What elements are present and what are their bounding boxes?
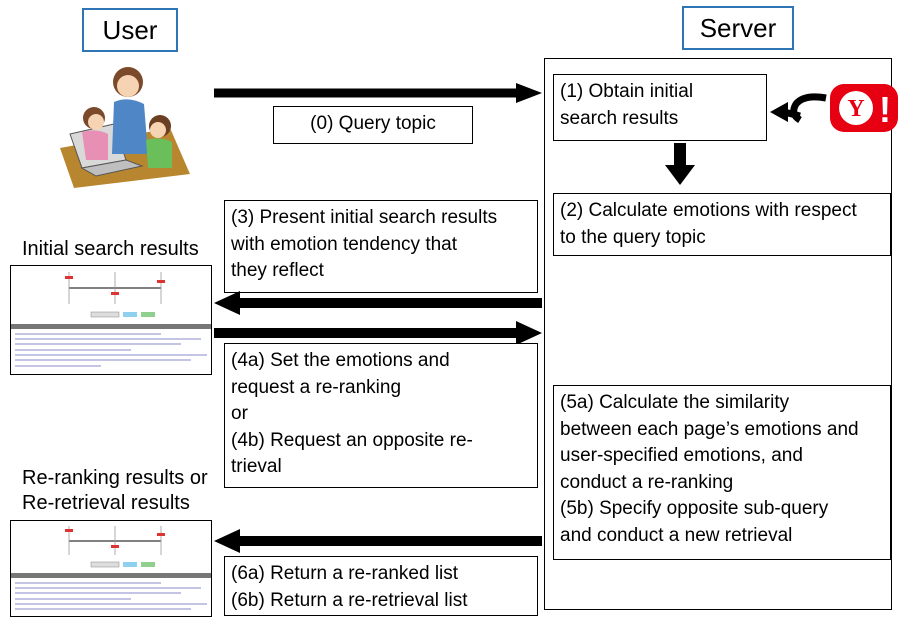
- return-list-arrow: [214, 529, 542, 553]
- reranking-results-label: Re-ranking results or Re-retrieval resul…: [22, 467, 208, 514]
- query-arrow: [214, 83, 542, 103]
- step-0-query-topic: (0) Query topic: [273, 106, 473, 144]
- initial-results-thumbnail: [10, 265, 212, 375]
- step-1-obtain-initial: (1) Obtain initial search results: [553, 74, 767, 141]
- svg-text:!: !: [879, 89, 891, 130]
- reranking-results-thumbnail: [10, 520, 212, 617]
- step-2-calculate-emotions: (2) Calculate emotions with respect to t…: [553, 193, 891, 256]
- server-header: Server: [682, 6, 794, 50]
- present-results-arrow: [214, 291, 542, 315]
- step-5-rerank-retrieve: (5a) Calculate the similarity between ea…: [553, 385, 891, 560]
- step-4-user-request: (4a) Set the emotions and request a re-r…: [224, 343, 538, 488]
- server-panel: [544, 58, 892, 610]
- svg-text:Y: Y: [847, 96, 864, 122]
- yahoo-to-server-arrow: [770, 93, 827, 124]
- results-preview-image: [11, 526, 211, 610]
- user-illustration: [60, 67, 190, 188]
- step-3-present-results: (3) Present initial search results with …: [224, 200, 538, 293]
- step-1-to-2-arrow: [665, 143, 695, 185]
- step-6-return-list: (6a) Return a re-ranked list (6b) Return…: [224, 556, 538, 616]
- results-preview-image: [11, 272, 211, 367]
- yahoo-logo-icon: Y !: [830, 84, 898, 132]
- user-header: User: [82, 8, 178, 52]
- user-request-arrow: [214, 321, 542, 345]
- initial-results-label: Initial search results: [22, 238, 199, 260]
